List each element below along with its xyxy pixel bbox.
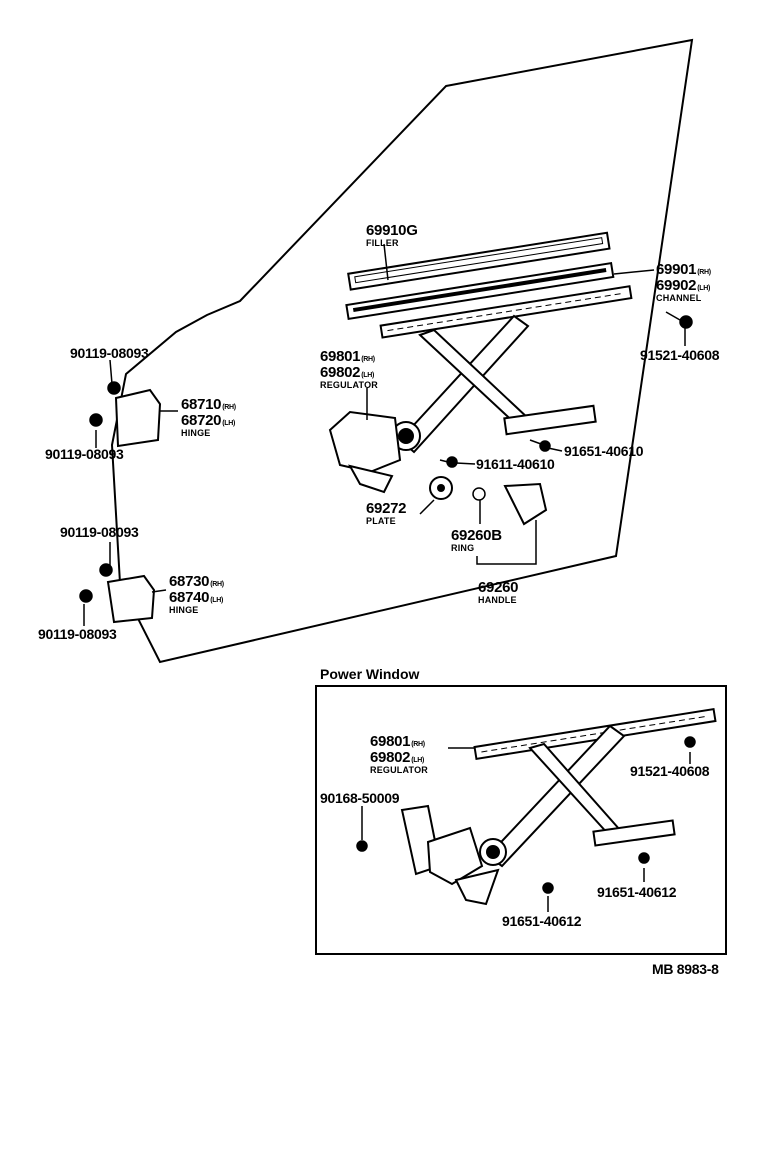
rh-tag: (RH): [411, 741, 425, 748]
figure-code: MB 8983-8: [652, 961, 719, 977]
pw-regulator-part-no-rh: 69801(RH): [370, 733, 425, 750]
upper-hinge-part-no-rh: 68710(RH): [181, 396, 236, 413]
hinge-bolt-3-part-no: 90119-08093: [60, 524, 139, 540]
lower-hinge-part-no-rh: 68730(RH): [169, 573, 224, 590]
power-window-title: Power Window: [320, 666, 420, 682]
pw-arm-bolt-part-no: 91651-40612: [597, 884, 677, 900]
channel-name: CHANNEL: [656, 293, 702, 303]
lh-tag: (LH): [697, 285, 711, 292]
filler-name: FILLER: [366, 238, 399, 248]
plate-name: PLATE: [366, 516, 396, 526]
lh-tag: (LH): [222, 420, 236, 427]
filler-strip: [347, 231, 611, 291]
pw-channel-bolt-part-no: 91521-40608: [630, 763, 710, 779]
regulator-bolt-part-no: 91651-40610: [564, 443, 644, 459]
hinge-bolt-2-part-no: 90119-08093: [45, 446, 124, 462]
regulator-assembly: [328, 314, 597, 494]
lh-tag: (LH): [411, 757, 425, 764]
upper-hinge-name: HINGE: [181, 428, 211, 438]
pw-bolt-icons: [356, 736, 696, 894]
rh-tag: (RH): [210, 581, 224, 588]
pw-leader-lines: [361, 747, 691, 912]
channel-bolt-part-no: 91521-40608: [640, 347, 720, 363]
regulator-name: REGULATOR: [320, 380, 378, 390]
channel-part-no-lh: 69902(LH): [656, 277, 711, 294]
pw-motor-screw-part-no: 90168-50009: [320, 790, 400, 806]
hinge-bolt-1-part-no: 90119-08093: [70, 345, 149, 361]
upper-hinge-part-no-lh: 68720(LH): [181, 412, 236, 429]
regulator-part-no-rh: 69801(RH): [320, 348, 375, 365]
lower-hinge-name: HINGE: [169, 605, 199, 615]
plate-hole: [437, 484, 445, 492]
plate-part-no: 69272: [366, 500, 407, 517]
handle-part-no: 69260: [478, 579, 519, 596]
regulator-rail: [379, 285, 633, 339]
lower-hinge-part-no-lh: 68740(LH): [169, 589, 224, 606]
window-handle: [503, 482, 548, 526]
rh-tag: (RH): [222, 404, 236, 411]
power-window-box: [315, 685, 727, 955]
rh-tag: (RH): [697, 269, 711, 276]
pw-regulator-assembly: [400, 724, 676, 906]
pw-regulator-name: REGULATOR: [370, 765, 428, 775]
channel-part-no-rh: 69901(RH): [656, 261, 711, 278]
regulator-part-no-lh: 69802(LH): [320, 364, 375, 381]
hinge-bolt-4-part-no: 90119-08093: [38, 626, 117, 642]
ring-name: RING: [451, 543, 475, 553]
lh-tag: (LH): [361, 372, 375, 379]
handle-name: HANDLE: [478, 595, 517, 605]
door-outline: [110, 38, 694, 664]
plate-bolt-part-no: 91611-40610: [476, 456, 555, 472]
leader-lines: [83, 243, 686, 626]
pw-base-bolt-part-no: 91651-40612: [502, 913, 582, 929]
lh-tag: (LH): [210, 597, 224, 604]
hinge-shapes: [106, 388, 162, 624]
channel-strip: [345, 261, 615, 321]
filler-part-no: 69910G: [366, 222, 418, 239]
bolt-icons: [79, 311, 693, 603]
ring-part-no: 69260B: [451, 527, 502, 544]
rh-tag: (RH): [361, 356, 375, 363]
pw-regulator-part-no-lh: 69802(LH): [370, 749, 425, 766]
